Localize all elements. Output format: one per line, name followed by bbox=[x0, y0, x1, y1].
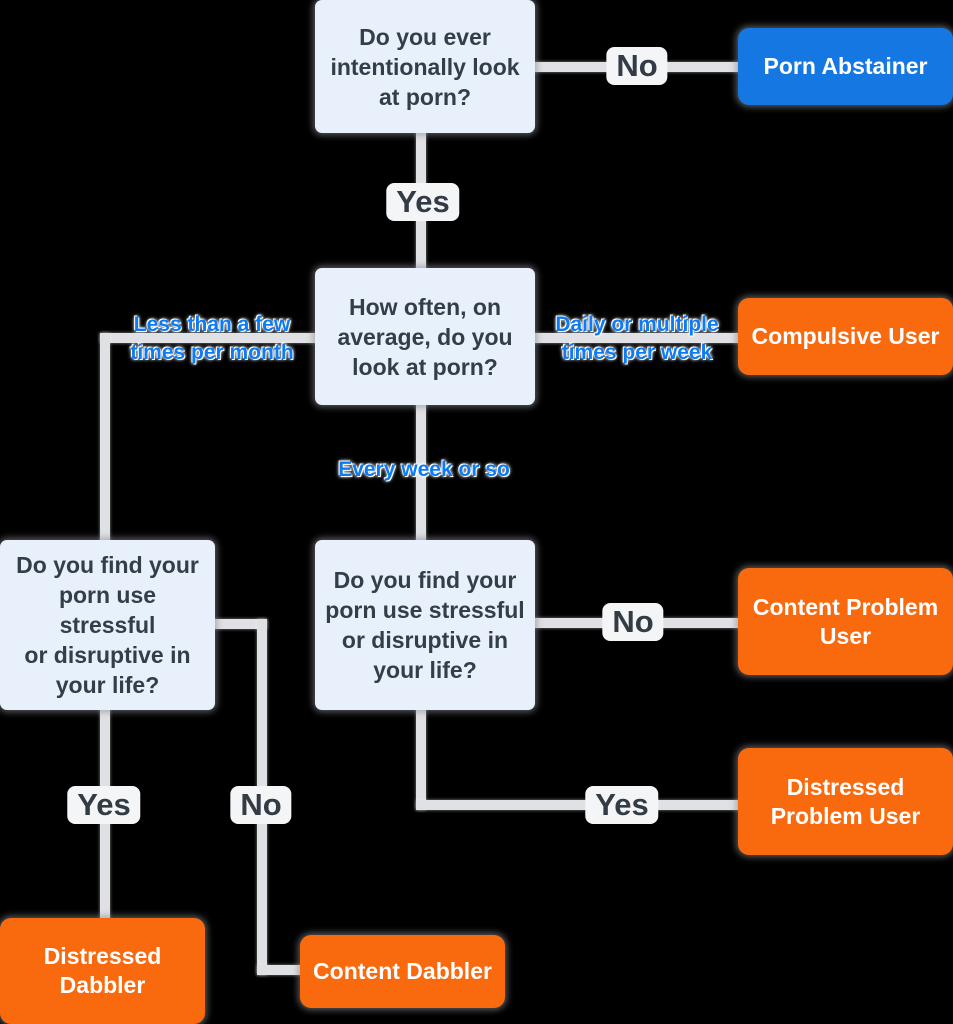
decision-node-stressful-middle: Do you find your porn use stressful or d… bbox=[315, 540, 535, 710]
connector-q3-no-entry bbox=[257, 965, 303, 975]
edge-label-q1-no: No bbox=[606, 47, 668, 85]
outcome-node-distressed-problem-user: Distressed Problem User bbox=[738, 748, 953, 855]
edge-label-q4-yes: Yes bbox=[585, 786, 659, 824]
edge-label-q3-yes: Yes bbox=[67, 786, 141, 824]
decision-node-stressful-left: Do you find your porn use stressful or d… bbox=[0, 540, 215, 710]
connector-q2-weekly bbox=[416, 402, 426, 544]
edge-label-q2-less-than-few: Less than a few times per month bbox=[130, 313, 294, 364]
connector-q4-yes-horizontal bbox=[416, 800, 742, 810]
connector-q2-less-horizontal bbox=[100, 333, 317, 343]
outcome-node-distressed-dabbler: Distressed Dabbler bbox=[0, 918, 205, 1024]
connector-q2-daily bbox=[533, 333, 740, 343]
outcome-node-content-problem-user: Content Problem User bbox=[738, 568, 953, 675]
decision-node-how-often: How often, on average, do you look at po… bbox=[315, 268, 535, 405]
connector-q2-less-vertical bbox=[100, 333, 110, 545]
outcome-node-content-dabbler: Content Dabbler bbox=[300, 935, 505, 1008]
edge-label-q3-no: No bbox=[230, 786, 292, 824]
outcome-node-porn-abstainer: Porn Abstainer bbox=[738, 28, 953, 105]
outcome-node-compulsive-user: Compulsive User bbox=[738, 298, 953, 375]
edge-label-q4-no: No bbox=[602, 603, 664, 641]
edge-label-q1-yes: Yes bbox=[386, 183, 460, 221]
edge-label-q2-every-week: Every week or so bbox=[338, 458, 510, 481]
edge-label-q2-daily: Daily or multiple times per week bbox=[555, 313, 719, 364]
decision-node-ever-look-at-porn: Do you ever intentionally look at porn? bbox=[315, 0, 535, 133]
connector-q3-no-exit bbox=[213, 619, 267, 629]
connector-q4-yes-vertical bbox=[416, 708, 426, 810]
